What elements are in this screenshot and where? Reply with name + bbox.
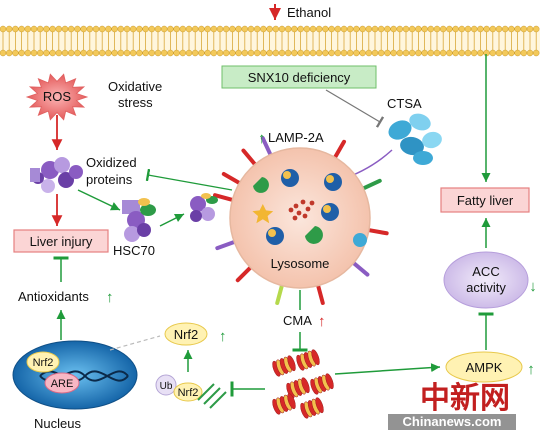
antioxidants-label: Antioxidants xyxy=(18,289,89,304)
lysosome-inhibits-oxidized-proteins xyxy=(145,168,233,191)
snx10-deficiency-box: SNX10 deficiency xyxy=(221,65,377,89)
ctsa-label: CTSA xyxy=(387,96,422,111)
antioxidants-up-indicator: ↑ xyxy=(106,289,114,306)
acc-label-line1: ACC xyxy=(472,264,499,279)
nucleus-nrf2-label: Nrf2 xyxy=(33,357,54,369)
nucleus-label: Nucleus xyxy=(34,416,81,431)
liver-injury-box: Liver injury xyxy=(13,229,109,253)
hsc70-label: HSC70 xyxy=(113,243,155,258)
ampk-up-indicator: ↑ xyxy=(527,361,535,378)
ros-label: ROS xyxy=(43,89,72,104)
lysosome: Lysosome xyxy=(212,136,389,306)
ethanol-label: Ethanol xyxy=(287,5,331,20)
cma-to-ampk-arrow xyxy=(334,363,441,375)
acc-label-line2: activity xyxy=(466,280,506,295)
lamp2a-up-indicator: ↑ xyxy=(258,130,266,147)
cell-membrane xyxy=(0,25,540,57)
oxidized-proteins-cluster xyxy=(30,157,83,193)
cma-substrate-proteins xyxy=(272,349,334,419)
nrf2-lower-label: Nrf2 xyxy=(178,387,199,399)
oxidized-proteins-line2: proteins xyxy=(86,172,133,187)
ctsa-molecule xyxy=(388,113,442,165)
ethanol-label-group: Ethanol xyxy=(269,4,331,20)
acc-down-indicator: ↓ xyxy=(529,278,537,295)
oxidized-proteins-line1: Oxidized xyxy=(86,155,137,170)
chinanews-watermark: 中新网 Chinanews.com xyxy=(388,381,516,430)
membrane-heads-bottom xyxy=(0,41,540,57)
snx10-label: SNX10 deficiency xyxy=(248,70,351,85)
cma-label-group: CMA ↑ xyxy=(283,313,326,330)
nrf2-to-nucleus-dashed xyxy=(109,335,161,351)
nrf2-upper-node: Nrf2 ↑ xyxy=(164,322,227,346)
lysosome-contents xyxy=(252,169,367,247)
watermark-url: Chinanews.com xyxy=(403,414,502,429)
fatty-liver-box: Fatty liver xyxy=(440,187,530,213)
acc-activity-node: ACC activity ↓ xyxy=(443,251,537,309)
oxidative-stress-line1: Oxidative xyxy=(108,79,162,94)
watermark-chinese: 中新网 xyxy=(420,381,510,416)
hsc70-complex xyxy=(122,198,156,242)
ros-node: ROS xyxy=(25,73,89,121)
lamp2a-label-group: ↑ LAMP-2A xyxy=(258,130,324,147)
hsc70-to-complex-arrow xyxy=(159,213,185,227)
ub-nrf2-node: Ub Nrf2 xyxy=(155,374,227,409)
membrane-heads-top xyxy=(0,25,540,41)
nucleus: Nrf2 ARE xyxy=(12,340,138,410)
ub-label: Ub xyxy=(160,381,173,392)
nrf2-up-indicator: ↑ xyxy=(219,328,227,345)
hsc70-substrate-complex xyxy=(190,193,218,222)
lysosome-label: Lysosome xyxy=(271,256,330,271)
nrf2-upper-label: Nrf2 xyxy=(174,327,199,342)
cma-up-indicator: ↑ xyxy=(318,313,326,330)
oxidative-stress-line2: stress xyxy=(118,95,153,110)
snx10-inhibits-ctsa xyxy=(325,89,385,128)
proteins-to-hsc70-arrow xyxy=(77,189,121,211)
ampk-node: AMPK ↑ xyxy=(445,351,535,383)
are-label: ARE xyxy=(51,378,74,390)
cma-label: CMA xyxy=(283,313,312,328)
lamp2a-label: LAMP-2A xyxy=(268,130,324,145)
ampk-label: AMPK xyxy=(466,360,503,375)
fatty-liver-label: Fatty liver xyxy=(457,193,514,208)
liver-injury-label: Liver injury xyxy=(30,234,93,249)
